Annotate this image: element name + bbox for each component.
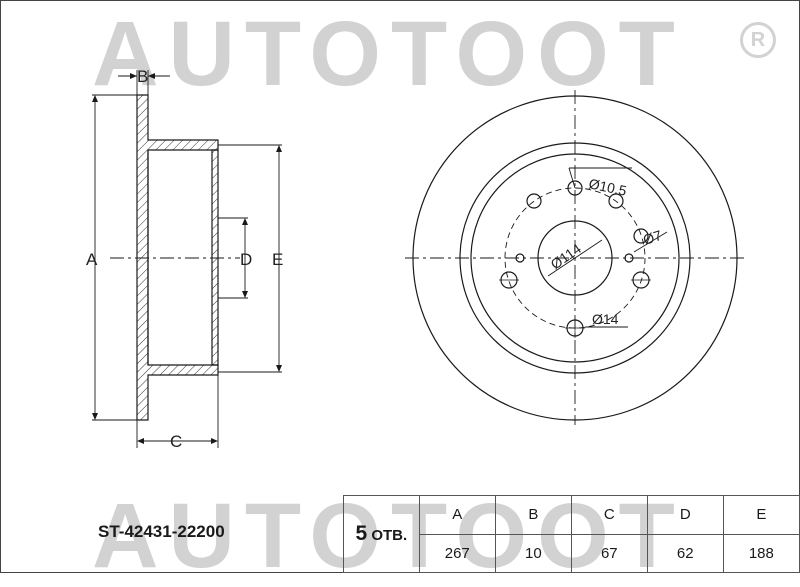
holes-cell: 5 ОТВ. bbox=[343, 495, 420, 573]
value-a: 267 bbox=[418, 533, 496, 573]
value-c: 67 bbox=[570, 533, 648, 573]
bolt-hole bbox=[633, 228, 649, 244]
hat-flange bbox=[211, 149, 219, 366]
holes-unit: ОТВ. bbox=[371, 527, 408, 544]
bolt-hole bbox=[567, 180, 583, 196]
bolt-circle bbox=[504, 187, 646, 329]
front-view bbox=[405, 90, 745, 425]
registered-mark: R bbox=[740, 22, 776, 58]
header-b: B bbox=[494, 495, 572, 535]
technical-drawing: A B C D E Ø10.5 Ø114 Ø7 bbox=[86, 67, 745, 451]
value-e: 188 bbox=[722, 533, 800, 573]
header-e: E bbox=[722, 495, 800, 535]
bolt-hole bbox=[608, 193, 624, 209]
specs-table: 5 ОТВ. A B C D E 267 10 67 62 188 bbox=[343, 495, 800, 573]
watermark-top: AUTOTOOT bbox=[92, 3, 685, 105]
label-small-hole: Ø7 bbox=[641, 227, 664, 248]
label-a: A bbox=[86, 250, 98, 269]
header-c: C bbox=[570, 495, 648, 535]
side-view bbox=[92, 70, 282, 448]
small-hole bbox=[515, 253, 525, 263]
disc-section bbox=[136, 94, 219, 421]
bolt-hole bbox=[526, 193, 542, 209]
label-d: D bbox=[240, 250, 252, 269]
label-lower-hole: Ø14 bbox=[592, 311, 619, 327]
value-d: 62 bbox=[646, 533, 724, 573]
header-d: D bbox=[646, 495, 724, 535]
part-number: ST-42431-22200 bbox=[98, 522, 225, 541]
label-center-bore: Ø114 bbox=[548, 240, 585, 272]
label-b: B bbox=[137, 67, 148, 86]
label-bolt-hole: Ø10.5 bbox=[587, 175, 628, 199]
value-b: 10 bbox=[494, 533, 572, 573]
header-a: A bbox=[418, 495, 496, 535]
label-e: E bbox=[272, 250, 283, 269]
small-hole bbox=[624, 253, 634, 263]
label-c: C bbox=[170, 432, 182, 451]
holes-count: 5 bbox=[355, 522, 368, 545]
